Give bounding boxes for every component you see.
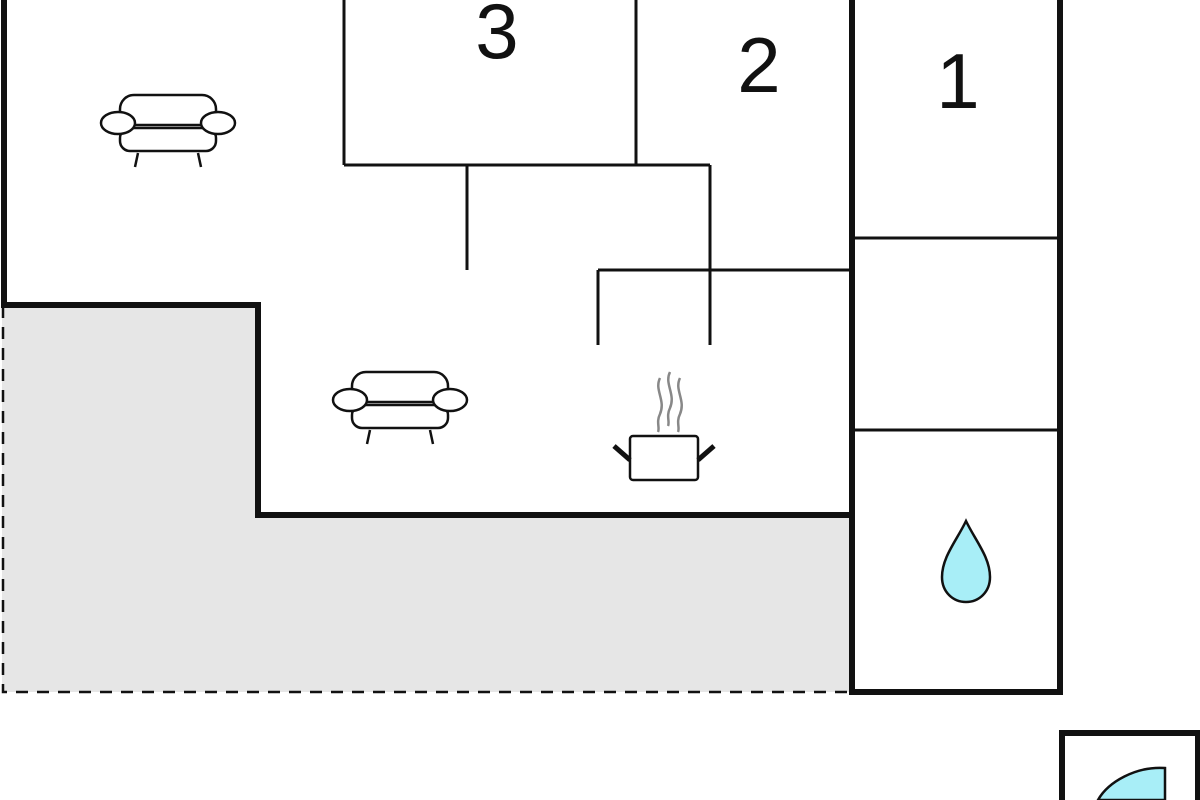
exterior-wall bbox=[1, 0, 1063, 695]
cooking-pot-icon bbox=[612, 371, 716, 482]
room-number-1: 1 bbox=[936, 37, 979, 125]
terrace-dashed-edge bbox=[1, 306, 852, 694]
room-number-2: 2 bbox=[737, 21, 780, 109]
room-number-3: 3 bbox=[475, 0, 518, 75]
sofa-icon bbox=[99, 93, 237, 168]
water-drop-icon bbox=[940, 518, 992, 604]
sofa-icon bbox=[331, 370, 469, 445]
terrace-area bbox=[2, 305, 852, 692]
door-swing-icon bbox=[1096, 766, 1167, 800]
entrance-wall bbox=[1059, 730, 1200, 800]
